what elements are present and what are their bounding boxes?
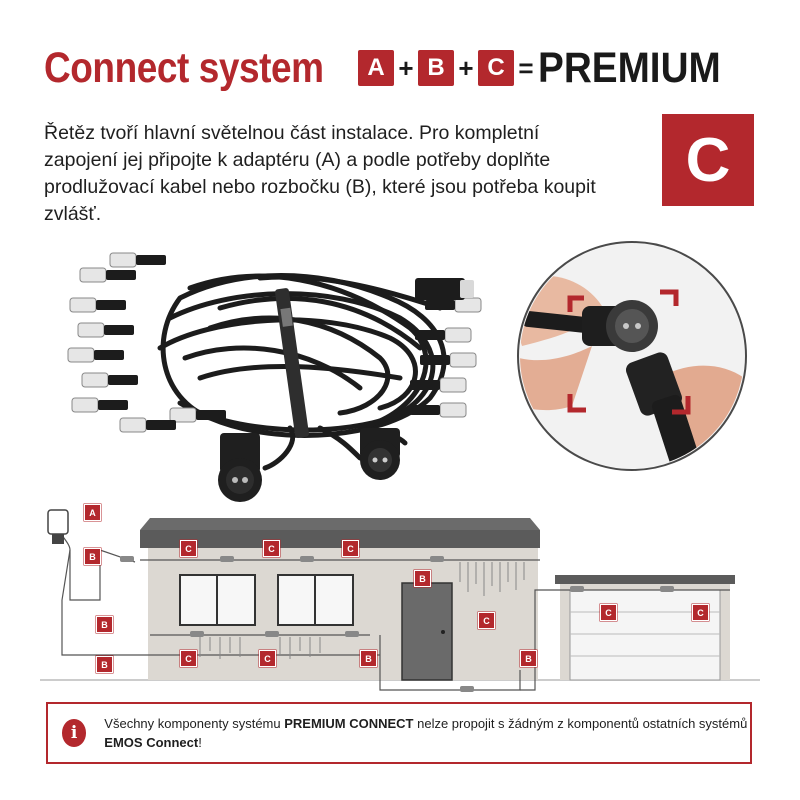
page-title: Connect system <box>44 43 324 92</box>
plus-sign: + <box>398 52 414 83</box>
diagram-label: B <box>96 656 113 673</box>
diagram-label: B <box>520 650 537 667</box>
diagram-label: B <box>360 650 377 667</box>
compatibility-notice: i Všechny komponenty systému PREMIUM CON… <box>46 702 752 764</box>
diagram-label: C <box>180 650 197 667</box>
diagram-label: B <box>96 616 113 633</box>
notice-text: Všechny komponenty systému PREMIUM CONNE… <box>104 716 748 750</box>
badge-c: C <box>478 50 514 86</box>
title-row: Connect system A + B + C = PREMIUM <box>44 40 741 96</box>
diagram-label: C <box>478 612 495 629</box>
diagram-label: B <box>84 548 101 565</box>
premium-label: PREMIUM <box>538 43 721 92</box>
plus-sign: + <box>458 52 474 83</box>
diagram-label: C <box>180 540 197 557</box>
diagram-label: C <box>342 540 359 557</box>
diagram-label: C <box>692 604 709 621</box>
led-chain-photo <box>67 252 482 502</box>
equals-sign: = <box>518 52 534 83</box>
diagram-label: C <box>263 540 280 557</box>
diagram-label: B <box>414 570 431 587</box>
diagram-label: A <box>84 504 101 521</box>
diagram-label: C <box>259 650 276 667</box>
diagram-label: C <box>600 604 617 621</box>
info-icon: i <box>62 719 87 747</box>
component-c-badge: C <box>662 114 754 206</box>
installation-diagram <box>40 509 760 692</box>
connector-detail-photo <box>517 241 747 471</box>
badge-b: B <box>418 50 454 86</box>
description-text: Řetěz tvoří hlavní světelnou část instal… <box>44 122 596 225</box>
badge-a: A <box>358 50 394 86</box>
